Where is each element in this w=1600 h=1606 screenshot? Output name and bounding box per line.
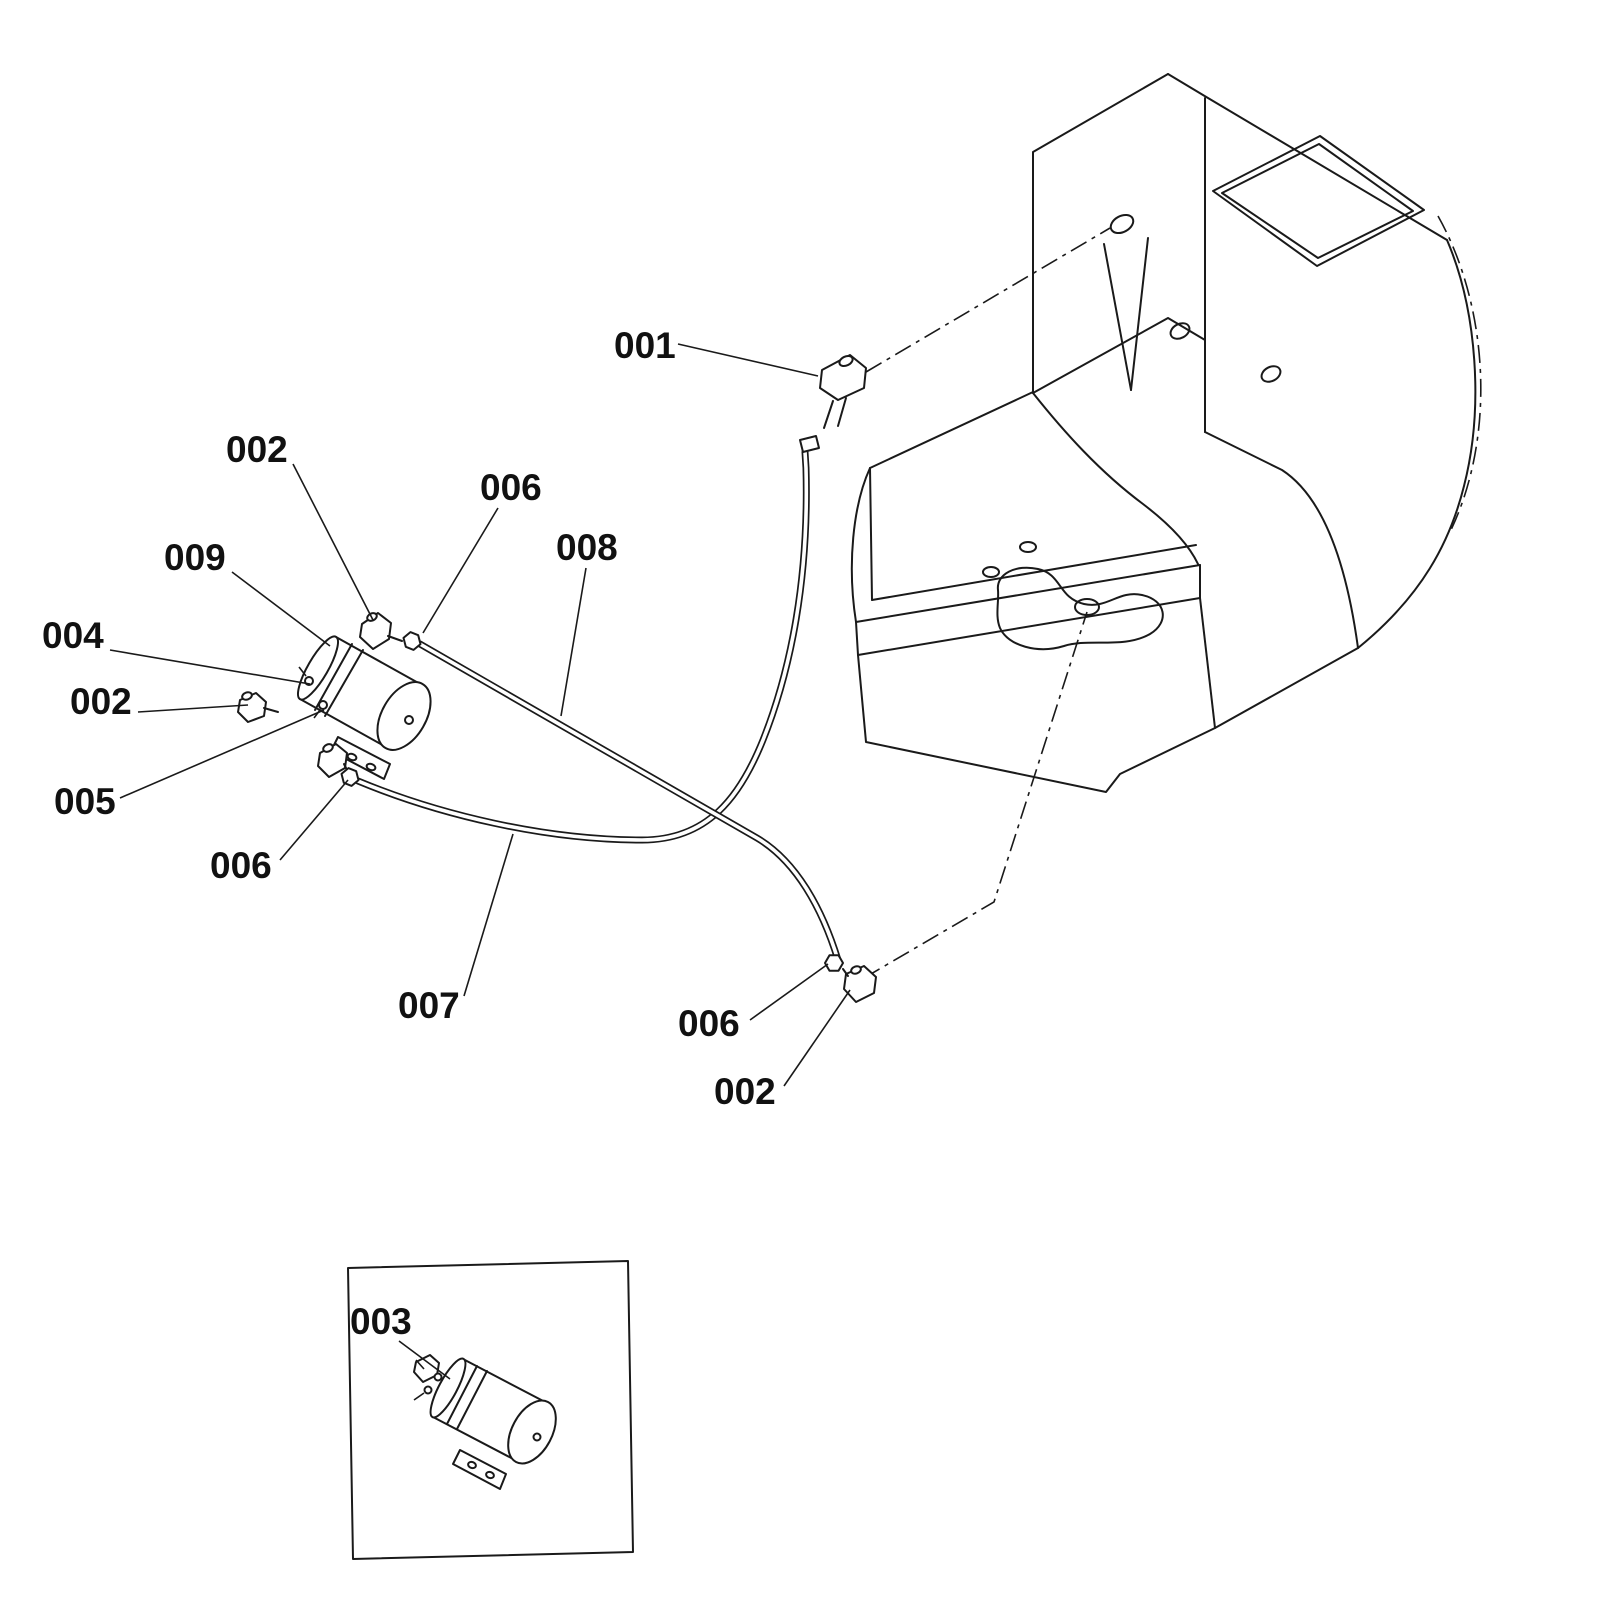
callout-008-label: 008	[556, 527, 618, 568]
pump-end-cap	[376, 681, 432, 751]
hose-ferrule	[799, 435, 820, 453]
tank-hole	[1169, 322, 1191, 340]
tank-outline	[850, 73, 1482, 793]
callout-002-top-label: 002	[226, 429, 288, 470]
hex-nut-006-bottom	[824, 954, 844, 972]
callout-003-label: 003	[350, 1301, 412, 1342]
pump-shaft-dot	[404, 715, 414, 725]
callout-labels: 001 002 006 008 009 004 002 005 006 007 …	[42, 325, 776, 1342]
hose-assembly-008	[416, 640, 842, 964]
pump-terminal-stud	[318, 700, 328, 710]
callout-001-label: 001	[614, 325, 676, 366]
callout-004-label: 004	[42, 615, 104, 656]
callout-007-label: 007	[398, 985, 460, 1026]
elbow-fitting-002-top	[359, 612, 403, 650]
hose-assembly-007	[354, 448, 810, 844]
callout-002-left-label: 002	[70, 681, 132, 722]
spare-pump-003	[413, 1354, 557, 1490]
pump-assembly	[297, 635, 432, 780]
tank-hole	[1109, 213, 1135, 235]
mounting-chain-lines	[863, 227, 1111, 979]
hex-nut-006-upper	[402, 631, 422, 651]
elbow-fitting-lower	[317, 743, 349, 778]
tank-hole	[1260, 365, 1282, 383]
elbow-fitting-002-left	[237, 691, 279, 723]
tank-top-opening	[1212, 135, 1425, 267]
base-plate-port	[1074, 598, 1100, 616]
hex-nut-006-lower-left	[340, 767, 360, 787]
leader-lines	[109, 343, 851, 1380]
callout-009-label: 009	[164, 537, 226, 578]
elbow-fitting-001	[799, 354, 867, 453]
pump-clamp-band	[314, 643, 353, 711]
elbow-fitting-002-bottom	[842, 965, 877, 1003]
callout-006-lower-left-label: 006	[210, 845, 272, 886]
callout-005-label: 005	[54, 781, 116, 822]
callout-002-bottom-label: 002	[714, 1071, 776, 1112]
callout-006-upper-label: 006	[480, 467, 542, 508]
callout-006-bottom-label: 006	[678, 1003, 740, 1044]
base-plate-slot	[996, 566, 1164, 651]
inset-box	[347, 1260, 634, 1560]
